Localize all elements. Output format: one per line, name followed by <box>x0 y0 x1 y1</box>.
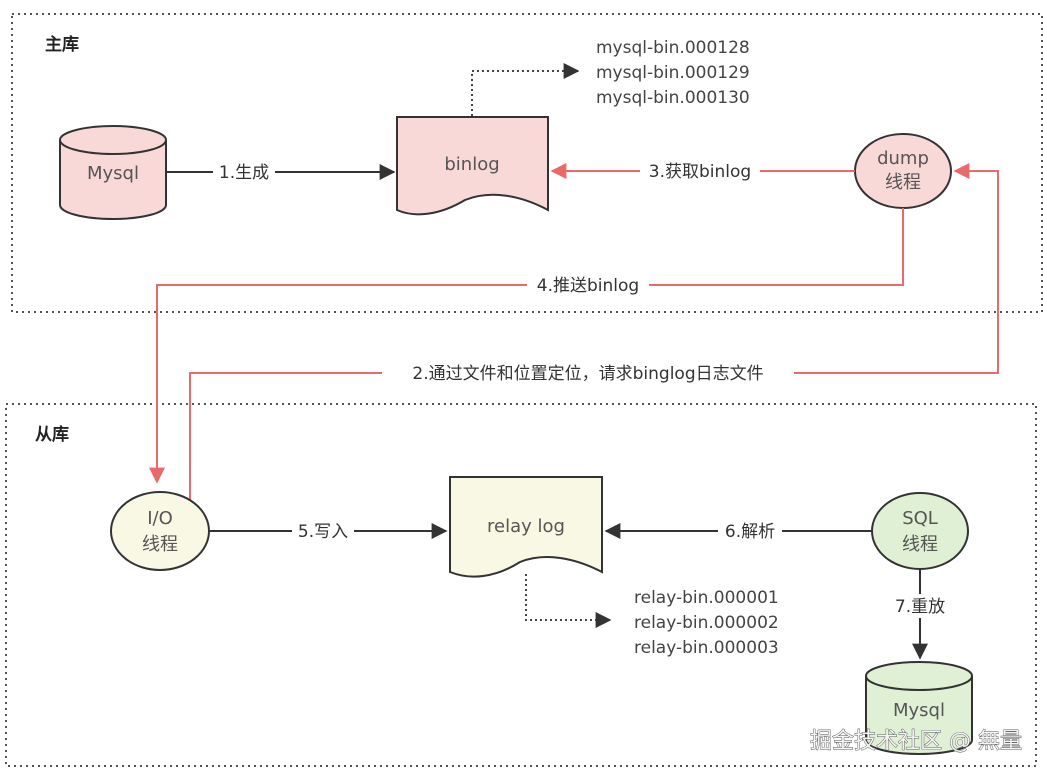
binlog-file: mysql-bin.000130 <box>596 88 750 108</box>
slave-title: 从库 <box>35 424 69 445</box>
relay-file-list: relay-bin.000001 relay-bin.000002 relay-… <box>634 588 779 658</box>
binlog-file-list: mysql-bin.000128 mysql-bin.000129 mysql-… <box>596 38 750 108</box>
relay-files-connector <box>525 574 612 628</box>
dump-label-line2: 线程 <box>885 172 921 193</box>
relay-file: relay-bin.000003 <box>634 638 779 658</box>
master-mysql-node[interactable]: Mysql <box>59 125 167 220</box>
binlog-files-connector <box>471 63 580 116</box>
master-title: 主库 <box>45 34 79 55</box>
relay-file: relay-bin.000002 <box>634 613 779 633</box>
sql-thread-node[interactable]: SQL 线程 <box>871 492 969 570</box>
edge-6-label: 6.解析 <box>725 522 775 542</box>
binlog-file: mysql-bin.000129 <box>596 63 750 83</box>
slave-mysql-node[interactable]: Mysql <box>865 661 973 755</box>
io-label-line2: 线程 <box>142 534 178 555</box>
master-group <box>11 13 1043 313</box>
edge-4-label: 4.推送binlog <box>537 276 639 296</box>
edge-4-line <box>149 208 904 484</box>
binlog-node[interactable]: binlog <box>396 116 549 216</box>
sql-label-line2: 线程 <box>902 534 938 555</box>
edge-2-line <box>189 163 999 500</box>
relay-file: relay-bin.000001 <box>634 588 779 608</box>
binlog-label: binlog <box>444 154 499 175</box>
dump-label-line1: dump <box>877 148 929 169</box>
watermark: 掘金技术社区 @ 無量 <box>810 729 1022 754</box>
io-label-line1: I/O <box>147 508 173 529</box>
relay-log-node[interactable]: relay log <box>449 476 603 578</box>
relay-log-label: relay log <box>487 516 565 537</box>
slave-mysql-label: Mysql <box>893 700 945 721</box>
binlog-file: mysql-bin.000128 <box>596 38 750 58</box>
edge-5-label: 5.写入 <box>298 522 348 542</box>
edge-1-label: 1.生成 <box>219 163 269 183</box>
master-mysql-label: Mysql <box>87 163 139 184</box>
edge-2-label: 2.通过文件和位置定位，请求binglog日志文件 <box>412 364 763 384</box>
io-thread-node[interactable]: I/O 线程 <box>110 491 210 571</box>
dump-thread-node[interactable]: dump 线程 <box>854 133 952 209</box>
edge-7-label: 7.重放 <box>895 597 945 617</box>
sql-label-line1: SQL <box>902 508 938 529</box>
edge-3-label: 3.获取binlog <box>649 162 751 182</box>
